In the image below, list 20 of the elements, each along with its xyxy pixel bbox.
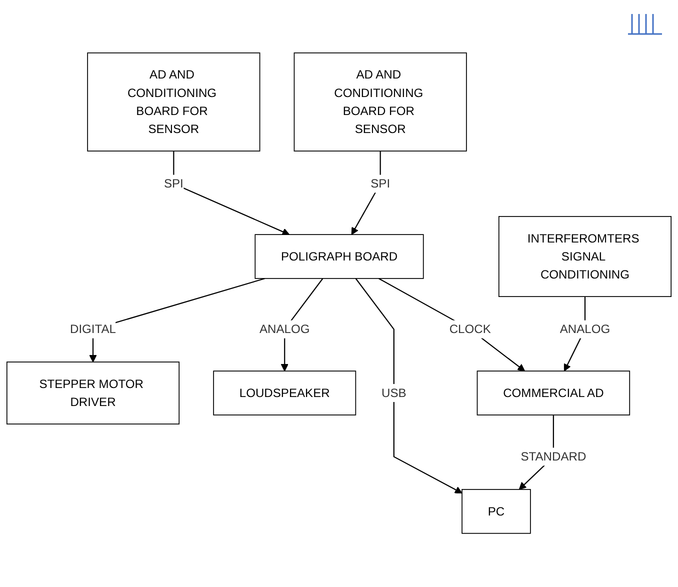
node-box: STEPPER MOTOR DRIVER — [6, 362, 180, 425]
edge-label: USB — [382, 386, 406, 400]
edge-label: DIGITAL — [70, 322, 116, 336]
edge-label: SPI — [164, 176, 184, 191]
arrow — [378, 278, 526, 372]
node-box: AD AND CONDITIONING BOARD FOR SENSOR — [87, 52, 260, 152]
node-box: PC — [462, 489, 531, 534]
edge-label: ANALOG — [259, 322, 310, 336]
arrow — [173, 151, 290, 236]
edge-label: ANALOG — [560, 322, 610, 336]
edge-label: STANDARD — [520, 450, 586, 464]
node-box: COMMERCIAL AD — [476, 371, 630, 416]
node-box: POLIGRAPH BOARD — [254, 234, 424, 280]
arrow — [355, 278, 462, 494]
edge-label: CLOCK — [449, 322, 491, 336]
arrow — [351, 151, 381, 236]
edge-label: SPI — [370, 176, 390, 191]
node-box: INTERFEROMTERS SIGNAL CONDITIONING — [498, 216, 672, 298]
node-box: LOUDSPEAKER — [213, 371, 356, 416]
node-box: AD AND CONDITIONING BOARD FOR SENSOR — [294, 52, 467, 152]
